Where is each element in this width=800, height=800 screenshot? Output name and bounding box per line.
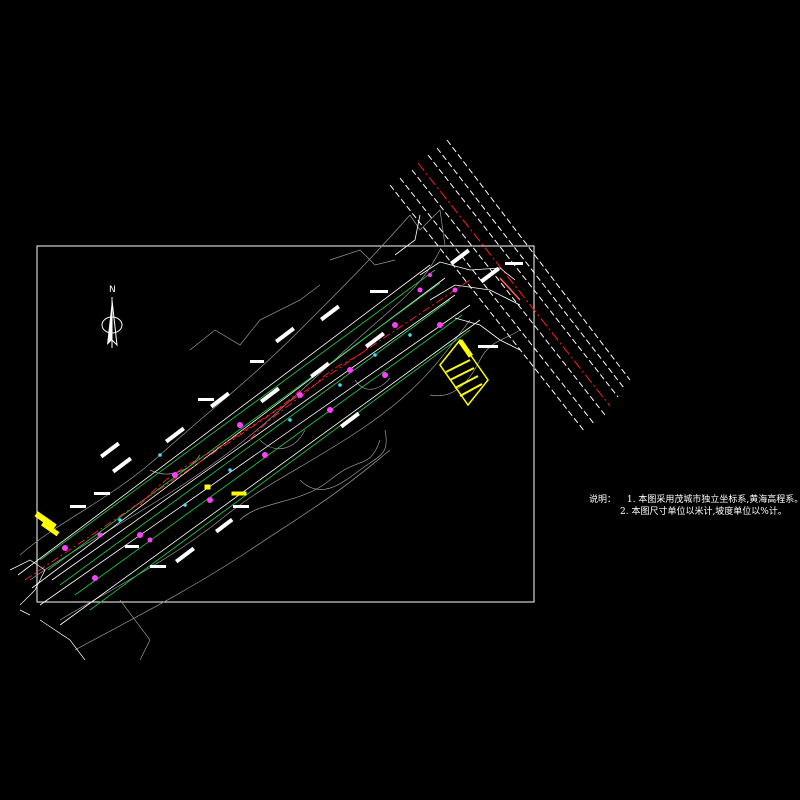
terrain-contours [19,209,521,661]
interchange [394,214,521,351]
road-edges [17,264,481,626]
note-item-2: 2. 本图尺寸单位以米计,坡度单位以%计。 [620,507,787,517]
drawing-notes: 说明： 1. 本图采用茂城市独立坐标系,黄海高程系。 2. 本图尺寸单位以米计,… [589,494,800,518]
yellow-annotations [34,338,489,537]
left-terminus [9,559,86,661]
notes-label: 说明： [589,495,617,505]
alignment-lines [39,269,471,611]
station-annotations [70,248,523,568]
notes-line-2: 2. 本图尺寸单位以米计,坡度单位以%计。 [589,506,800,518]
north-label: N [109,285,116,295]
notes-line-1: 说明： 1. 本图采用茂城市独立坐标系,黄海高程系。 [589,494,800,506]
station-markers [62,273,458,581]
crossing-highway [389,139,631,433]
survey-points [118,333,412,522]
drawing-frame [36,245,535,603]
centerline [24,279,471,581]
note-item-1: 1. 本图采用茂城市独立坐标系,黄海高程系。 [626,495,800,505]
yellow-table-block [439,338,489,407]
north-arrow: N [101,285,123,348]
